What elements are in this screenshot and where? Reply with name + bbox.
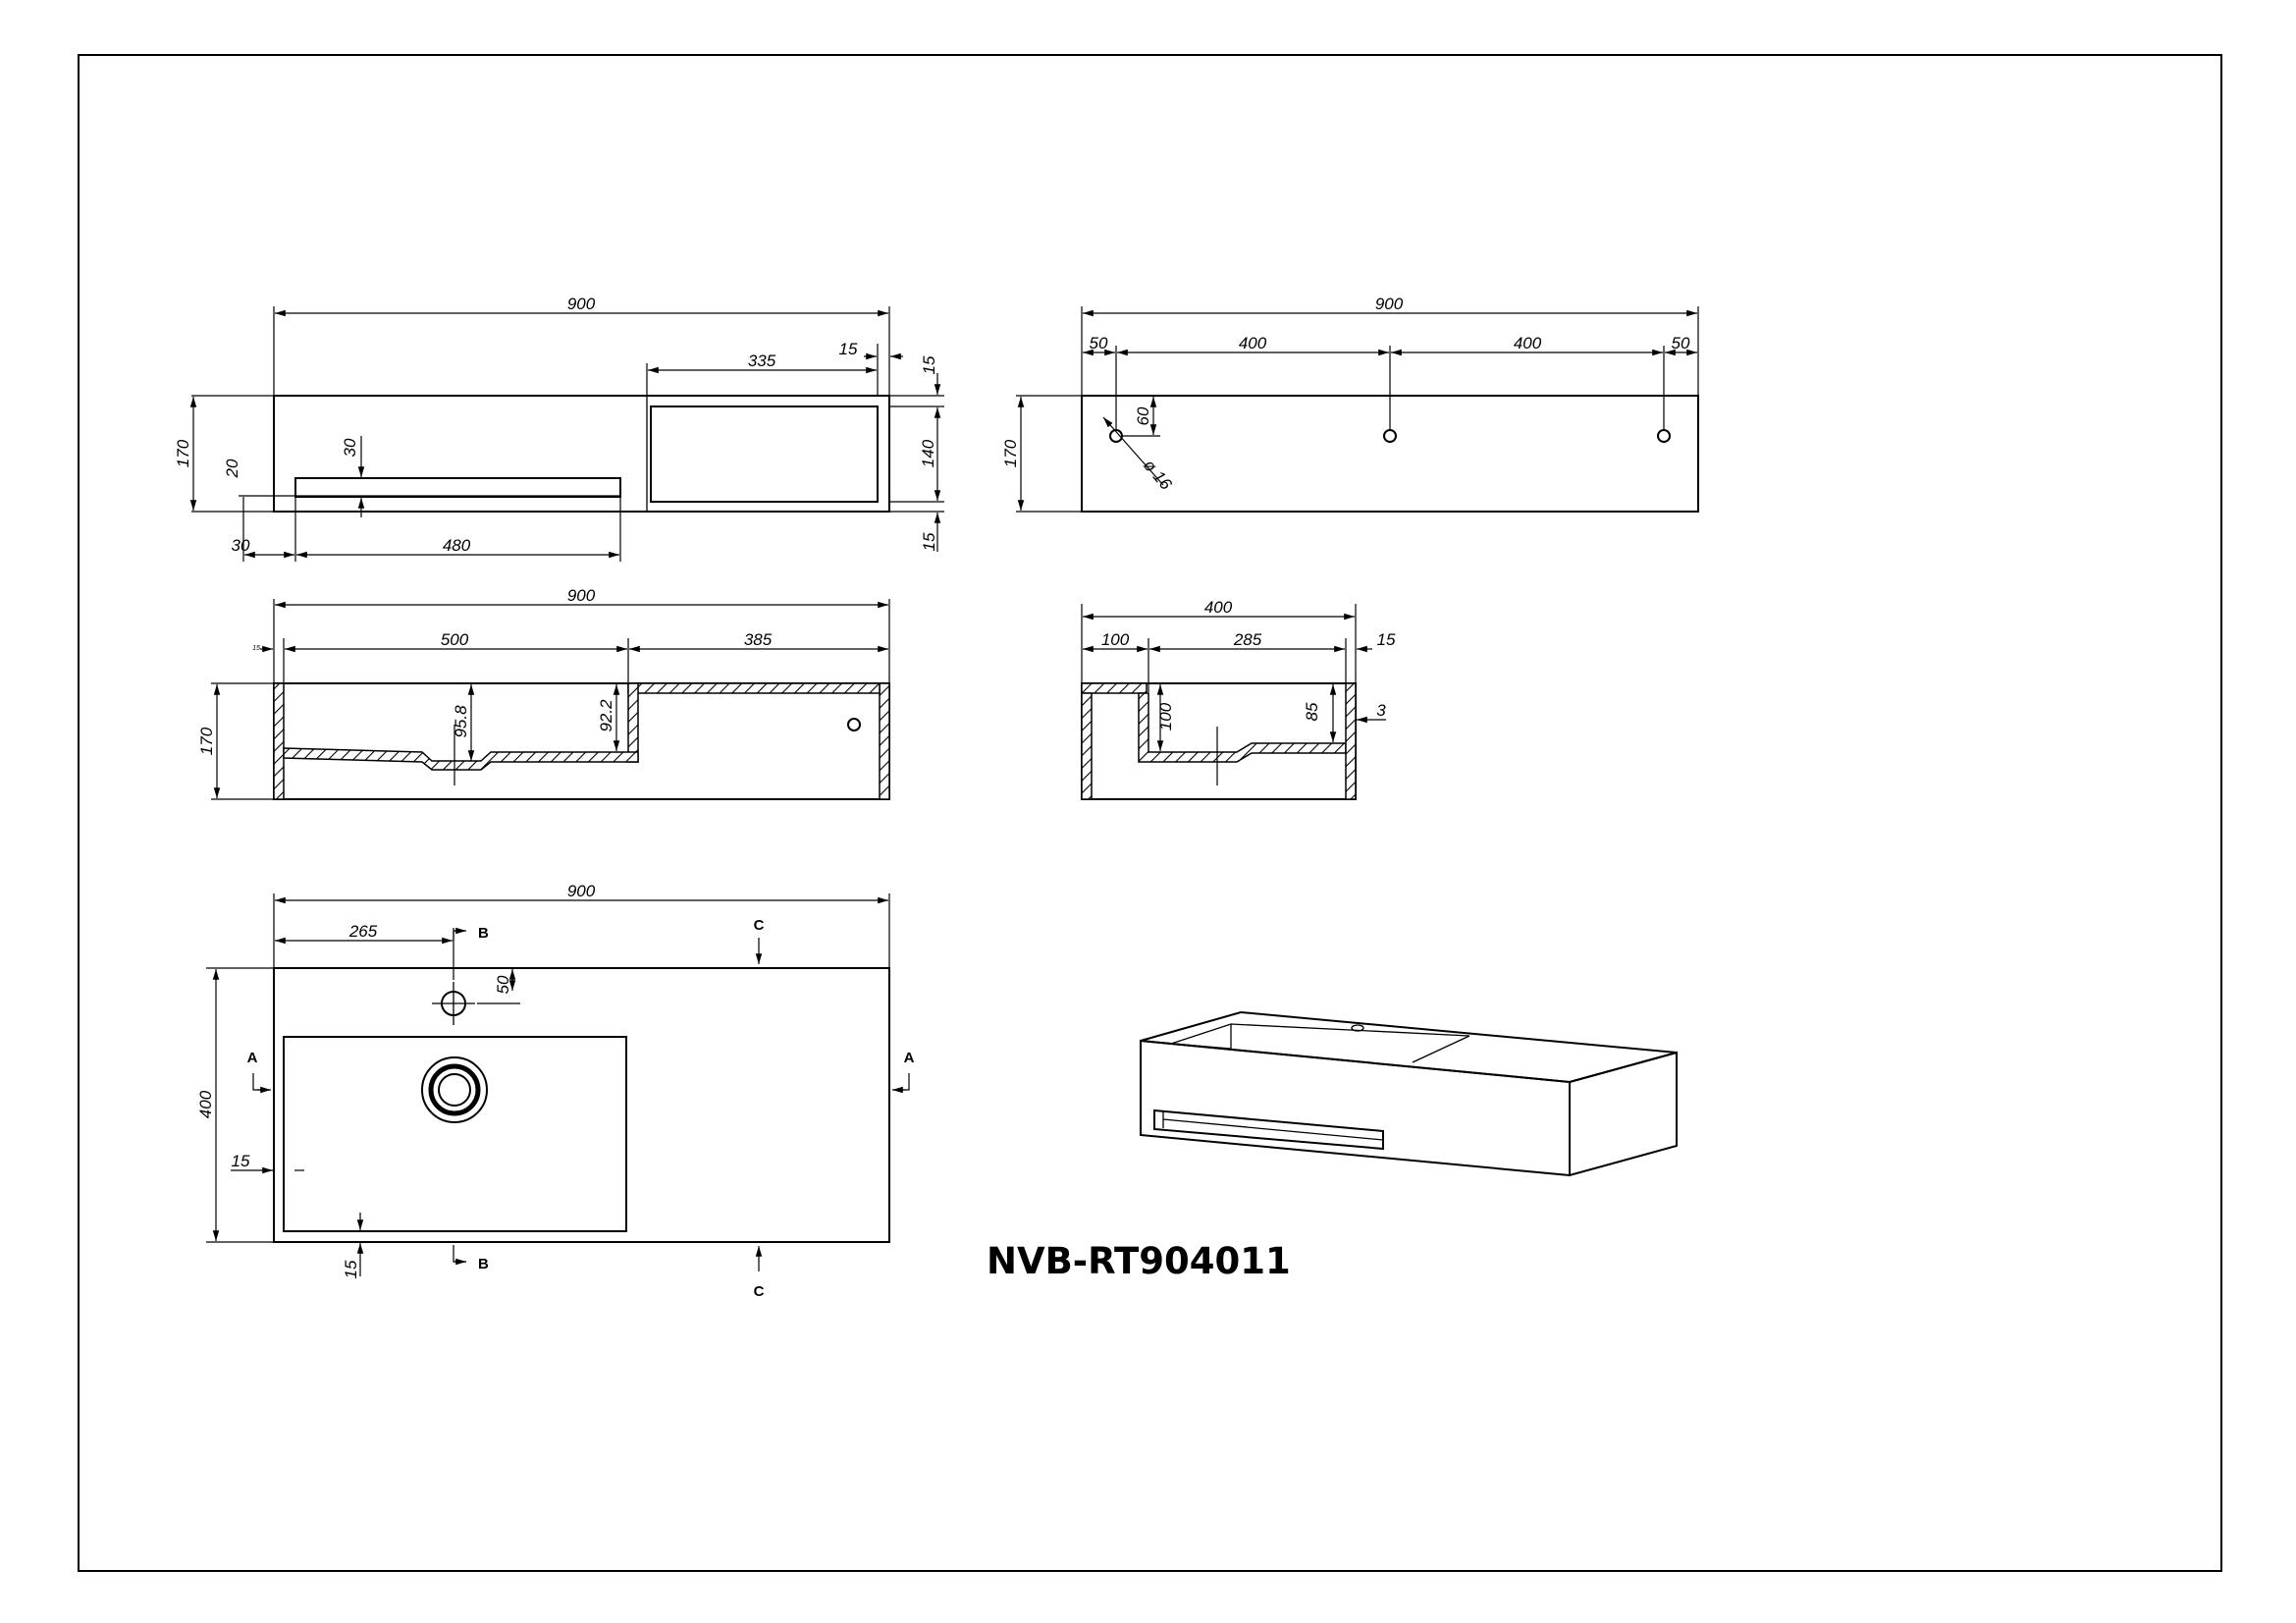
section-b-rear-depth-label: 85 [1303,702,1321,721]
section-a-overflow-hole [847,718,861,731]
rear-edge-left-label: 50 [1090,334,1108,352]
iso-front-face [1140,1039,1571,1177]
plan-section-b-bottom: B [478,1256,489,1272]
plan-section-a-right: A [904,1050,915,1066]
section-b-front-offset-label: 100 [1101,630,1130,649]
plan-tap-hole-from-edge-label: 50 [494,975,512,994]
front-bowl-offset-label: 30 [232,536,250,555]
rear-view: 900 50 400 400 50 170 60 ø 16 [1001,295,1699,513]
plan-drain-inner [428,1063,481,1116]
front-height-label: 170 [174,439,192,467]
rear-overall-width-label: 900 [1375,295,1404,313]
front-view-shelf-opening [650,406,879,503]
front-overall-width-label: 900 [567,295,596,313]
front-view-bowl-lip [294,477,621,498]
front-bowl-step-label: 30 [341,438,359,457]
model-code: NVB-RT904011 [987,1240,1291,1282]
plan-wall-left-label: 15 [232,1152,250,1170]
front-shelf-width-label: 335 [748,352,776,370]
section-b-outline [1081,682,1357,800]
section-a-shelf-width-label: 385 [744,630,773,649]
section-b-overall-depth-label: 400 [1204,598,1233,617]
rear-hole-3 [1657,429,1671,443]
section-a-bowl-depth-wall-label: 92.2 [597,699,615,732]
plan-section-c-bottom: C [754,1283,765,1300]
plan-overall-depth-label: 400 [196,1090,215,1118]
section-b-front-depth-label: 100 [1156,702,1175,730]
iso-bowl-opening [1170,1023,1470,1063]
section-b-view: 400 100 285 15 100 85 3 [1081,598,1396,800]
rear-hole-spacing-1-label: 400 [1239,334,1267,352]
plan-drain-outer [421,1056,488,1123]
plan-section-c-top: C [754,917,765,934]
section-a-view: 900 15 500 385 170 95.8 92.2 [197,586,890,800]
section-a-outline [273,682,890,800]
section-a-height-label: 170 [197,727,216,755]
front-bottom-wall-label: 15 [920,532,938,551]
plan-section-b-top: B [478,925,489,942]
plan-overall-width-label: 900 [567,882,596,900]
section-a-bowl-width-label: 500 [441,630,469,649]
plan-wall-front-label: 15 [342,1260,360,1278]
plan-view: B B C C A A 900 265 50 400 15 15 [196,882,915,1300]
section-b-back-wall-label: 15 [1377,630,1396,649]
rear-hole-diameter-label: ø 16 [1140,456,1176,494]
plan-view-bowl [283,1036,627,1232]
section-b-bowl-depth-span-label: 285 [1233,630,1262,649]
rear-edge-right-label: 50 [1672,334,1690,352]
front-view: 900 335 15 15 170 140 15 30 20 30 480 [174,295,944,562]
section-a-wall-label: 15 [252,645,260,652]
section-a-bowl-depth-drain-label: 95.8 [452,705,470,738]
isometric-view [1140,1010,1678,1177]
section-a-overall-width-label: 900 [567,586,596,605]
plan-tap-hole-offset-label: 265 [348,922,378,941]
iso-top-face [1140,1010,1678,1084]
plan-view-outline [273,967,890,1243]
iso-tap-hole [1351,1024,1364,1032]
front-shelf-height-label: 140 [919,439,937,467]
front-bowl-width-label: 480 [443,536,471,555]
front-top-wall-label: 15 [920,355,938,374]
rear-hole-1 [1109,429,1123,443]
iso-side-face [1569,1051,1678,1177]
rear-hole-from-top-label: 60 [1134,406,1152,425]
drawing-frame [78,54,2222,1572]
front-bowl-lip-label: 20 [223,459,241,478]
front-view-outline [273,395,890,513]
rear-height-label: 170 [1001,439,1020,467]
plan-section-a-left: A [247,1050,258,1066]
rear-hole-2 [1383,429,1397,443]
front-shelf-side-wall-label: 15 [839,340,858,358]
section-b-slope-label: 3 [1376,701,1386,720]
rear-hole-spacing-2-label: 400 [1514,334,1542,352]
iso-shelf-slot [1153,1109,1384,1151]
